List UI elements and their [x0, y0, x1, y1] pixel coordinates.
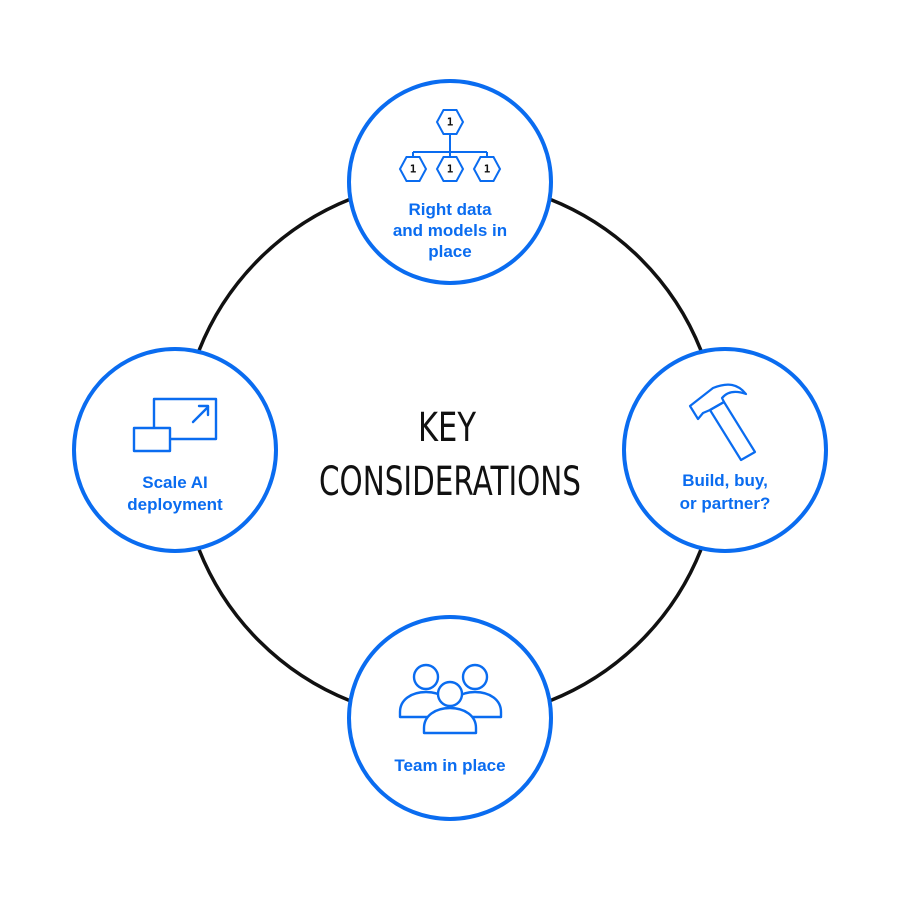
node-build-buy-partner: Build, buy, or partner? [622, 347, 828, 553]
hexagon-shape [435, 109, 465, 135]
node-label-line2: and models in [393, 221, 507, 240]
node-label-line1: Scale AI [142, 473, 208, 492]
hexagon-shape [435, 156, 465, 182]
org-hierarchy-icon [398, 109, 502, 182]
hexagon-number: 1 [410, 163, 417, 176]
team-people-icon [398, 663, 503, 735]
node-circle [622, 347, 828, 553]
hexagon-number: 1 [484, 163, 491, 176]
scale-expand-icon [132, 397, 218, 453]
hexagon-number: 1 [447, 163, 454, 176]
node-label-line1: Team in place [394, 756, 505, 775]
center-title-line1: KEY [418, 405, 476, 451]
hexagon-shape [398, 156, 428, 182]
hexagon-number: 1 [447, 116, 454, 129]
node-label-line3: place [428, 242, 471, 261]
node-label-line1: Right data [408, 200, 492, 219]
hammer-icon [688, 383, 757, 462]
node-label-line2: deployment [127, 495, 223, 514]
node-label-line2: or partner? [680, 494, 771, 513]
node-right-data-models: 1 1 1 1 Right data and models in place [347, 79, 553, 285]
node-circle [72, 347, 278, 553]
node-scale-ai-deployment: Scale AI deployment [72, 347, 278, 553]
hexagon-shape [472, 156, 502, 182]
node-team-in-place: Team in place [347, 615, 553, 821]
center-title-line2: CONSIDERATIONS [319, 459, 581, 505]
node-label-line1: Build, buy, [682, 471, 768, 490]
